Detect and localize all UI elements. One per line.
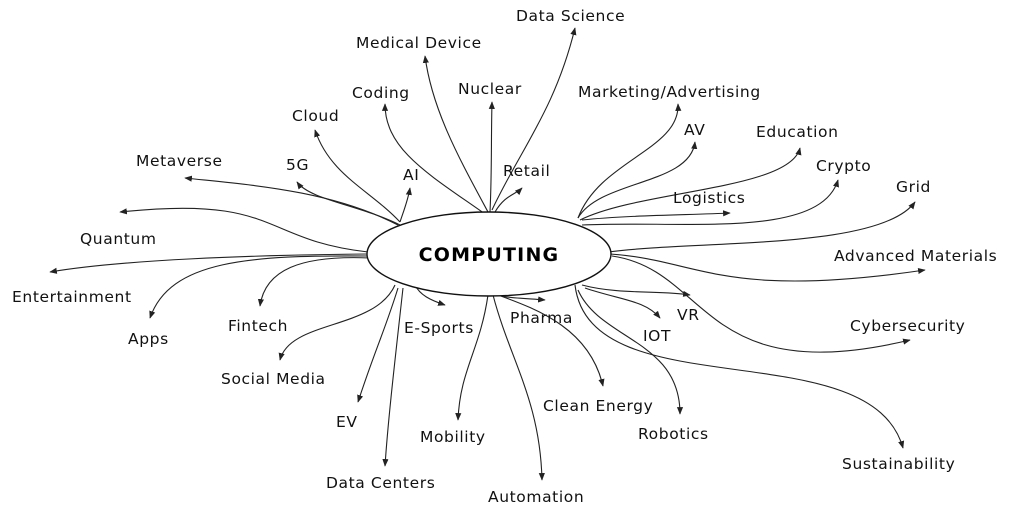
- node-entertainment: Entertainment: [12, 288, 132, 306]
- node-iot: IOT: [643, 327, 671, 345]
- branch-apps: [149, 255, 371, 319]
- branch-marketing: [577, 103, 682, 219]
- node-metaverse: Metaverse: [136, 152, 223, 170]
- node-fintech: Fintech: [228, 317, 288, 335]
- node-e-sports: E-Sports: [404, 319, 474, 337]
- node-advanced-materials: Advanced Materials: [834, 247, 997, 265]
- branch-advanced-materials: [609, 253, 926, 282]
- branch-automation: [492, 294, 545, 481]
- branch-lines: [49, 27, 926, 481]
- node-coding: Coding: [352, 84, 410, 102]
- branch-grid: [607, 201, 916, 253]
- branch-robotics: [577, 289, 684, 415]
- branch-education: [579, 147, 802, 221]
- branch-ai: [399, 187, 412, 223]
- node-education: Education: [756, 123, 839, 141]
- node-mobility: Mobility: [420, 428, 486, 446]
- node-nuclear: Nuclear: [458, 80, 522, 98]
- node-quantum: Quantum: [80, 230, 157, 248]
- node-av: AV: [684, 121, 705, 139]
- node-cloud: Cloud: [292, 107, 339, 125]
- branch-data-centers: [382, 287, 404, 467]
- branch-metaverse: [184, 175, 399, 226]
- branch-clean-energy: [497, 294, 605, 387]
- branch-iot: [584, 287, 661, 319]
- branch-ev: [357, 287, 399, 403]
- center-oval: [366, 211, 612, 297]
- branch-entertainment: [49, 253, 369, 274]
- branch-sustainability: [574, 284, 905, 449]
- branch-vr: [581, 284, 691, 297]
- center-label: COMPUTING: [419, 244, 560, 266]
- branch-crypto: [581, 179, 839, 226]
- node-automation: Automation: [488, 488, 584, 506]
- node-robotics: Robotics: [638, 425, 709, 443]
- branch-logistics: [581, 210, 731, 221]
- branch-retail: [494, 187, 523, 213]
- node-labels: Data Science Medical Device Nuclear Codi…: [12, 7, 997, 506]
- branch-quantum: [119, 207, 369, 253]
- branch-av: [577, 141, 698, 219]
- branch-fintech: [257, 257, 371, 307]
- branch-coding: [381, 103, 486, 215]
- branch-cloud: [314, 129, 401, 223]
- node-clean-energy: Clean Energy: [543, 397, 653, 415]
- node-vr: VR: [677, 306, 700, 324]
- node-5g: 5G: [286, 156, 309, 174]
- node-medical-device: Medical Device: [356, 34, 482, 52]
- center-hub: COMPUTING: [366, 211, 612, 297]
- node-crypto: Crypto: [816, 157, 871, 175]
- node-logistics: Logistics: [673, 189, 745, 207]
- branch-medical-device: [422, 55, 489, 213]
- node-data-centers: Data Centers: [326, 474, 435, 492]
- branch-data-science: [491, 27, 577, 211]
- node-marketing-advertising: Marketing/Advertising: [578, 83, 761, 101]
- node-cybersecurity: Cybersecurity: [850, 317, 965, 335]
- node-ev: EV: [336, 413, 358, 431]
- node-data-science: Data Science: [516, 7, 625, 25]
- node-pharma: Pharma: [510, 309, 573, 327]
- node-social-media: Social Media: [221, 370, 326, 388]
- branch-nuclear: [488, 101, 495, 213]
- node-apps: Apps: [128, 330, 169, 348]
- node-retail: Retail: [503, 162, 550, 180]
- node-grid: Grid: [896, 178, 931, 196]
- branch-cybersecurity: [611, 255, 911, 353]
- branch-mobility: [455, 294, 489, 421]
- branch-5g: [296, 181, 401, 226]
- node-sustainability: Sustainability: [842, 455, 955, 473]
- node-ai: AI: [403, 166, 419, 184]
- branch-social-media: [278, 284, 396, 361]
